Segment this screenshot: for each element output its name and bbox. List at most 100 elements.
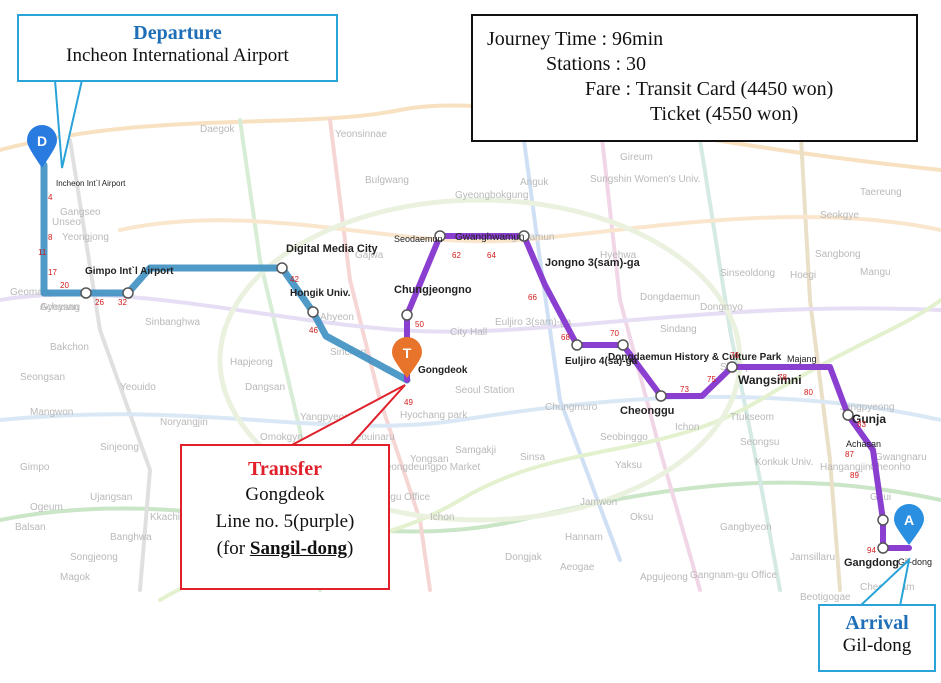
background-station-label: Seongsan [20, 372, 65, 383]
transfer-marker: T [392, 337, 422, 378]
svg-text:D: D [37, 133, 47, 149]
station-label: Gongdeok [418, 365, 468, 376]
departure-callout: Departure Incheon International Airport [17, 14, 338, 82]
station-number: 11 [38, 248, 47, 257]
background-station-label: Samgakji [455, 445, 496, 456]
station-number: 17 [48, 268, 57, 277]
station-number: 32 [118, 298, 127, 307]
station-number: 64 [487, 251, 496, 260]
background-station-label: Chungmuro [545, 402, 598, 413]
transfer-destination: (for Sangil-dong) [216, 538, 354, 559]
background-station-label: Gangnam-gu Office [690, 570, 778, 581]
background-station-label: Yeongdeungpo Market [380, 462, 480, 473]
background-station-label: Yaksu [615, 460, 642, 471]
background-station-label: Gimpo [20, 462, 50, 473]
stations-count: Stations : 30 [546, 53, 647, 75]
background-station-label: Sinbanghwa [145, 317, 200, 328]
route-station-labels: Incheon Int`l Airport Gimpo Int`l Airpor… [56, 179, 932, 569]
background-station-label: Yeonsinnae [335, 129, 387, 140]
background-station-label: Aeogae [560, 562, 595, 573]
svg-text:A: A [904, 512, 914, 528]
arrival-callout: Arrival Gil-dong [818, 604, 936, 672]
station-label: Jongno 3(sam)-ga [545, 257, 641, 269]
background-station-label: Apgujeong [640, 572, 688, 583]
departure-place: Incheon International Airport [66, 45, 289, 66]
transfer-callout: Transfer Gongdeok Line no. 5(purple) (fo… [180, 444, 390, 590]
station-number: 83 [857, 420, 866, 429]
background-station-label: Beotigogae [800, 592, 851, 603]
station-label: Chungjeongno [394, 284, 472, 296]
fare-ticket: Ticket (4550 won) [650, 103, 799, 125]
background-station-label: Hyehwa [600, 250, 637, 261]
background-station-label: Hangangjin [820, 462, 871, 473]
background-station-label: Gyeongbokgung [455, 190, 528, 201]
departure-marker: D [27, 125, 57, 168]
background-station-label: Noryangjin [160, 417, 208, 428]
background-station-label: Magok [60, 572, 91, 583]
background-station-label: Anguk [520, 177, 549, 188]
station-number: 94 [867, 546, 876, 555]
station-number: 4 [48, 193, 53, 202]
station-label: Seodaemun [394, 234, 443, 244]
transfer-title: Transfer [247, 458, 323, 480]
background-station-label: Bulgwang [365, 175, 409, 186]
station-label: Cheonggu [620, 405, 674, 417]
background-station-label: Gangbyeon [720, 522, 772, 533]
journey-summary-box: Journey Time : 96min Stations : 30 Fare … [471, 14, 918, 142]
transfer-line: Line no. 5(purple) [215, 511, 355, 532]
arrival-title: Arrival [845, 612, 909, 634]
background-station-label: Jamwon [580, 497, 617, 508]
svg-text:T: T [403, 345, 412, 361]
station-number: 68 [561, 333, 570, 342]
station-label: Digital Media City [286, 243, 379, 255]
background-station-label: Seokgye [820, 210, 859, 221]
background-station-label: Hannam [565, 532, 603, 543]
background-station-label: Gajwa [355, 250, 384, 261]
background-station-label: Geomam [10, 287, 51, 298]
station-number: 89 [850, 471, 859, 480]
background-station-label: Gyeyang [40, 302, 80, 313]
background-station-label: Hoegi [790, 270, 816, 281]
background-station-label: Sinjeong [100, 442, 139, 453]
background-station-label: Dongmyo [700, 302, 743, 313]
station-number: 87 [845, 450, 854, 459]
station-number: 20 [60, 281, 69, 290]
airport-railroad-route [40, 161, 411, 384]
background-station-label: Sungshin Women's Univ. [590, 174, 700, 185]
station-label: Gangdong [844, 557, 899, 569]
background-station-label: Dongdaemun [640, 292, 700, 303]
background-station-label: Ogeum [30, 502, 63, 513]
background-station-label: Sinsa [520, 452, 545, 463]
station-number: 76 [730, 351, 739, 360]
station-number: 66 [528, 293, 537, 302]
line5-route [404, 233, 912, 551]
station-number: 62 [452, 251, 461, 260]
station-number: 70 [610, 329, 619, 338]
background-station-label: Seobinggo [600, 432, 648, 443]
station-label: Wangsimni [738, 373, 802, 387]
background-station-label: Yeouinaru [350, 432, 395, 443]
background-station-label: Cheonho [870, 462, 911, 473]
background-station-label: Seongsu [740, 437, 779, 448]
background-station-label: Euljiro 3(sam)-ga [495, 317, 572, 328]
background-station-label: Daegok [200, 124, 235, 135]
background-station-label: Gireum [620, 152, 653, 163]
station-label: Gunja [852, 412, 886, 426]
background-station-label: City Hall [450, 327, 487, 338]
arrival-marker: A [894, 504, 924, 545]
background-station-label: Yongsan [410, 454, 449, 465]
background-station-label: Sinseoldong [720, 268, 775, 279]
background-station-label: Yangpyeong [300, 412, 355, 423]
station-label: Incheon Int`l Airport [56, 179, 126, 188]
background-station-label: Sinchon [330, 347, 366, 358]
background-station-label: Gwangnaru [875, 452, 927, 463]
background-station-label: Mangu [860, 267, 891, 278]
background-station-label: Seoul Station [455, 385, 515, 396]
background-station-label: Gangseo [60, 207, 101, 218]
background-station-label: Omokgyo [260, 432, 303, 443]
station-number: 46 [309, 326, 318, 335]
route-station-dots [80, 230, 889, 554]
station-number: 80 [804, 388, 813, 397]
fare-transit-card: Fare : Transit Card (4450 won) [585, 78, 834, 100]
station-number: 8 [48, 233, 53, 242]
